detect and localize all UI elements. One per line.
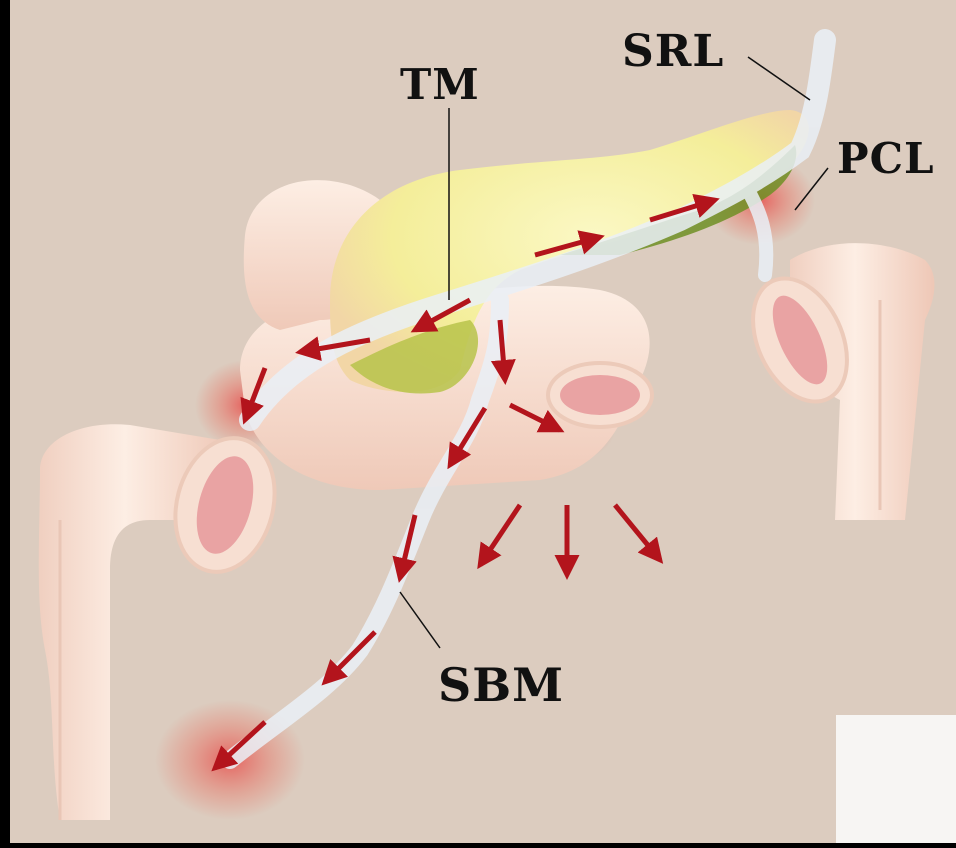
label-tm: TM [400, 64, 480, 106]
blank-patch [836, 715, 956, 843]
label-srl: SRL [622, 30, 724, 74]
label-sbm: SBM [438, 662, 564, 708]
label-pcl: PCL [837, 138, 935, 180]
